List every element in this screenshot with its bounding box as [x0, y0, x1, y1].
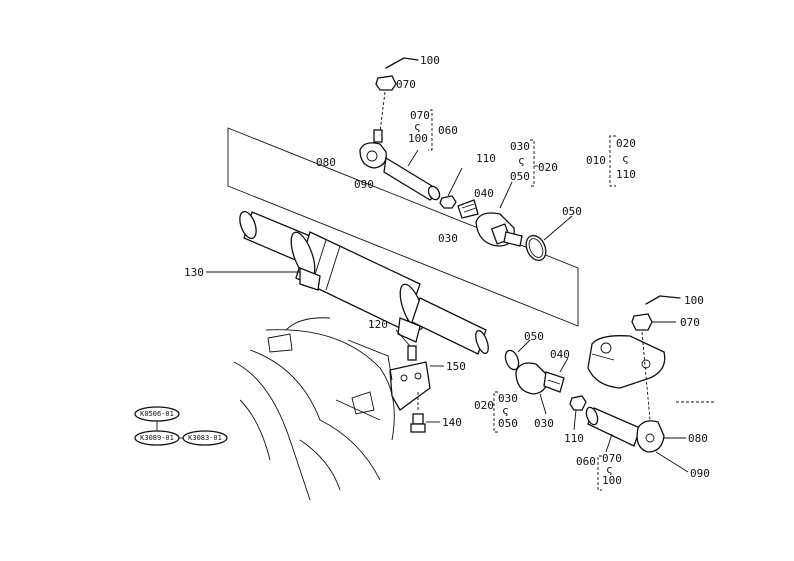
- svg-text:ς: ς: [518, 154, 525, 167]
- cylinder-rod-right: [411, 297, 487, 355]
- label-010: 010: [586, 154, 606, 167]
- svg-text:ς: ς: [502, 404, 509, 417]
- label-100-bot: 100: [602, 474, 622, 487]
- o-ring-lower-icon: [504, 349, 520, 371]
- label-060-left: 060: [438, 124, 458, 137]
- power-steering-cylinder: [239, 210, 489, 355]
- svg-text:ς: ς: [414, 120, 421, 133]
- bracket-plate: [389, 361, 431, 411]
- label-100-left: 100: [408, 132, 428, 145]
- inner-joint-upper: [439, 167, 573, 262]
- reference-tags: K0506-01 K3089-01 K3083-01: [134, 406, 228, 446]
- label-050-bot: 050: [498, 417, 518, 430]
- o-ring-icon: [525, 234, 547, 262]
- label-080-right: 080: [688, 432, 708, 445]
- label-020-group: 020: [538, 161, 558, 174]
- label-060-bot: 060: [576, 455, 596, 468]
- label-030-top: 030: [438, 232, 458, 245]
- label-050-right: 050: [562, 205, 582, 218]
- label-100-top: 100: [420, 54, 440, 67]
- svg-text:ς: ς: [622, 152, 629, 165]
- label-020-bot: 020: [474, 399, 494, 412]
- svg-text:ς: ς: [606, 463, 613, 476]
- threaded-stud-icon: [457, 199, 479, 219]
- tie-rod-end-lower-body: [636, 420, 665, 453]
- inner-joint-lower: [504, 339, 587, 431]
- label-030-bot2: 030: [534, 417, 554, 430]
- background-plane: [227, 127, 579, 327]
- label-110-r: 110: [616, 168, 636, 181]
- steering-knuckle: [587, 335, 666, 389]
- lock-nut-icon: [439, 195, 457, 209]
- label-050-mid: 050: [524, 330, 544, 343]
- label-130: 130: [184, 266, 204, 279]
- label-110-bot: 110: [564, 432, 584, 445]
- reference-tag-1-text: K0506-01: [140, 410, 174, 418]
- label-070-top: 070: [396, 78, 416, 91]
- label-030-bot1: 030: [498, 392, 518, 405]
- label-030-group: 030: [510, 140, 530, 153]
- cotter-pin-right-icon: [645, 295, 681, 305]
- cotter-pin-icon: [385, 57, 419, 69]
- bolt-icon: [412, 413, 424, 425]
- lock-nut-lower-icon: [569, 395, 587, 411]
- label-040-top: 040: [474, 187, 494, 200]
- ball-housing-lower: [515, 362, 549, 395]
- label-120: 120: [368, 318, 388, 331]
- reference-tag-3-text: K3083-01: [188, 434, 222, 442]
- castle-nut-icon: [375, 75, 397, 91]
- tie-rod-end-body: [359, 142, 387, 169]
- label-110-top: 110: [476, 152, 496, 165]
- label-020-r: 020: [616, 137, 636, 150]
- pin-icon: [407, 345, 417, 361]
- label-090-right: 090: [690, 467, 710, 480]
- label-070-bot: 070: [602, 452, 622, 465]
- tie-rod-end-lower-right: [585, 295, 689, 473]
- label-150: 150: [446, 360, 466, 373]
- label-050-group: 050: [510, 170, 530, 183]
- part-number-labels: 100 070 070 ς 100 060 080 090 110 040 03…: [184, 54, 710, 487]
- tractor-frame-background: [233, 317, 395, 501]
- label-140: 140: [442, 416, 462, 429]
- label-100-right: 100: [684, 294, 704, 307]
- label-040-mid: 040: [550, 348, 570, 361]
- tie-rod-end-upper-left: [359, 57, 441, 201]
- label-080-left: 080: [316, 156, 336, 169]
- label-090-left: 090: [354, 178, 374, 191]
- ball-stud-icon: [373, 129, 383, 143]
- mounting-bracket: [389, 329, 444, 433]
- reference-tag-2-text: K3089-01: [140, 434, 174, 442]
- label-070-left: 070: [410, 109, 430, 122]
- castle-nut-right-icon: [631, 313, 653, 331]
- label-070-right: 070: [680, 316, 700, 329]
